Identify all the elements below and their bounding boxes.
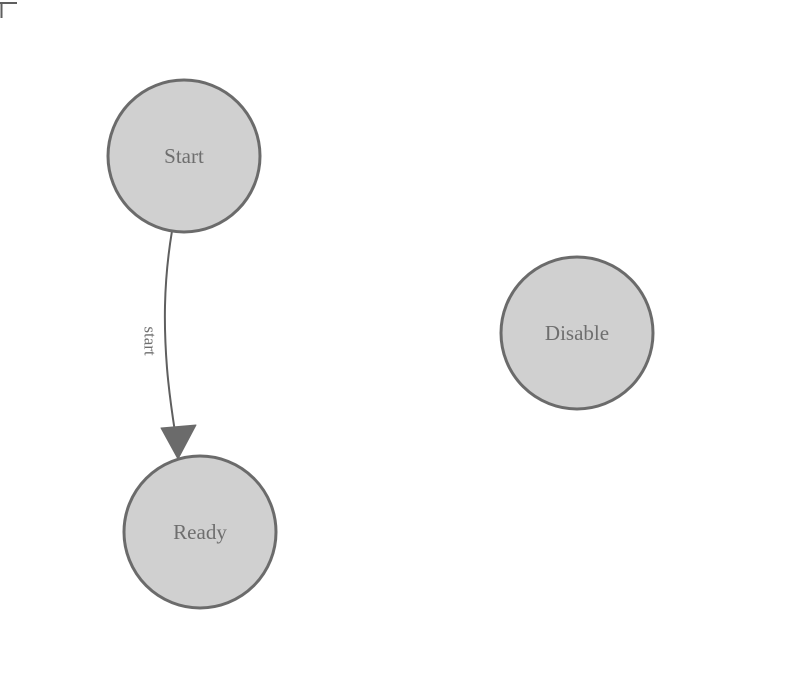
- arrowhead-icon: [160, 424, 197, 460]
- node-disable[interactable]: Disable: [499, 255, 655, 411]
- node-circle[interactable]: [106, 78, 262, 234]
- edge-start-to-ready: start: [141, 230, 197, 460]
- node-label-disable: Disable: [545, 321, 609, 345]
- node-ready[interactable]: Ready: [122, 454, 278, 610]
- node-circle[interactable]: [499, 255, 655, 411]
- edge-line: [163, 230, 179, 453]
- corner-bracket-icon: [0, 2, 17, 18]
- node-start[interactable]: Start: [106, 78, 262, 234]
- edge-label-start: start: [141, 326, 160, 356]
- node-label-start: Start: [164, 144, 204, 168]
- node-label-ready: Ready: [173, 520, 227, 544]
- node-circle[interactable]: [122, 454, 278, 610]
